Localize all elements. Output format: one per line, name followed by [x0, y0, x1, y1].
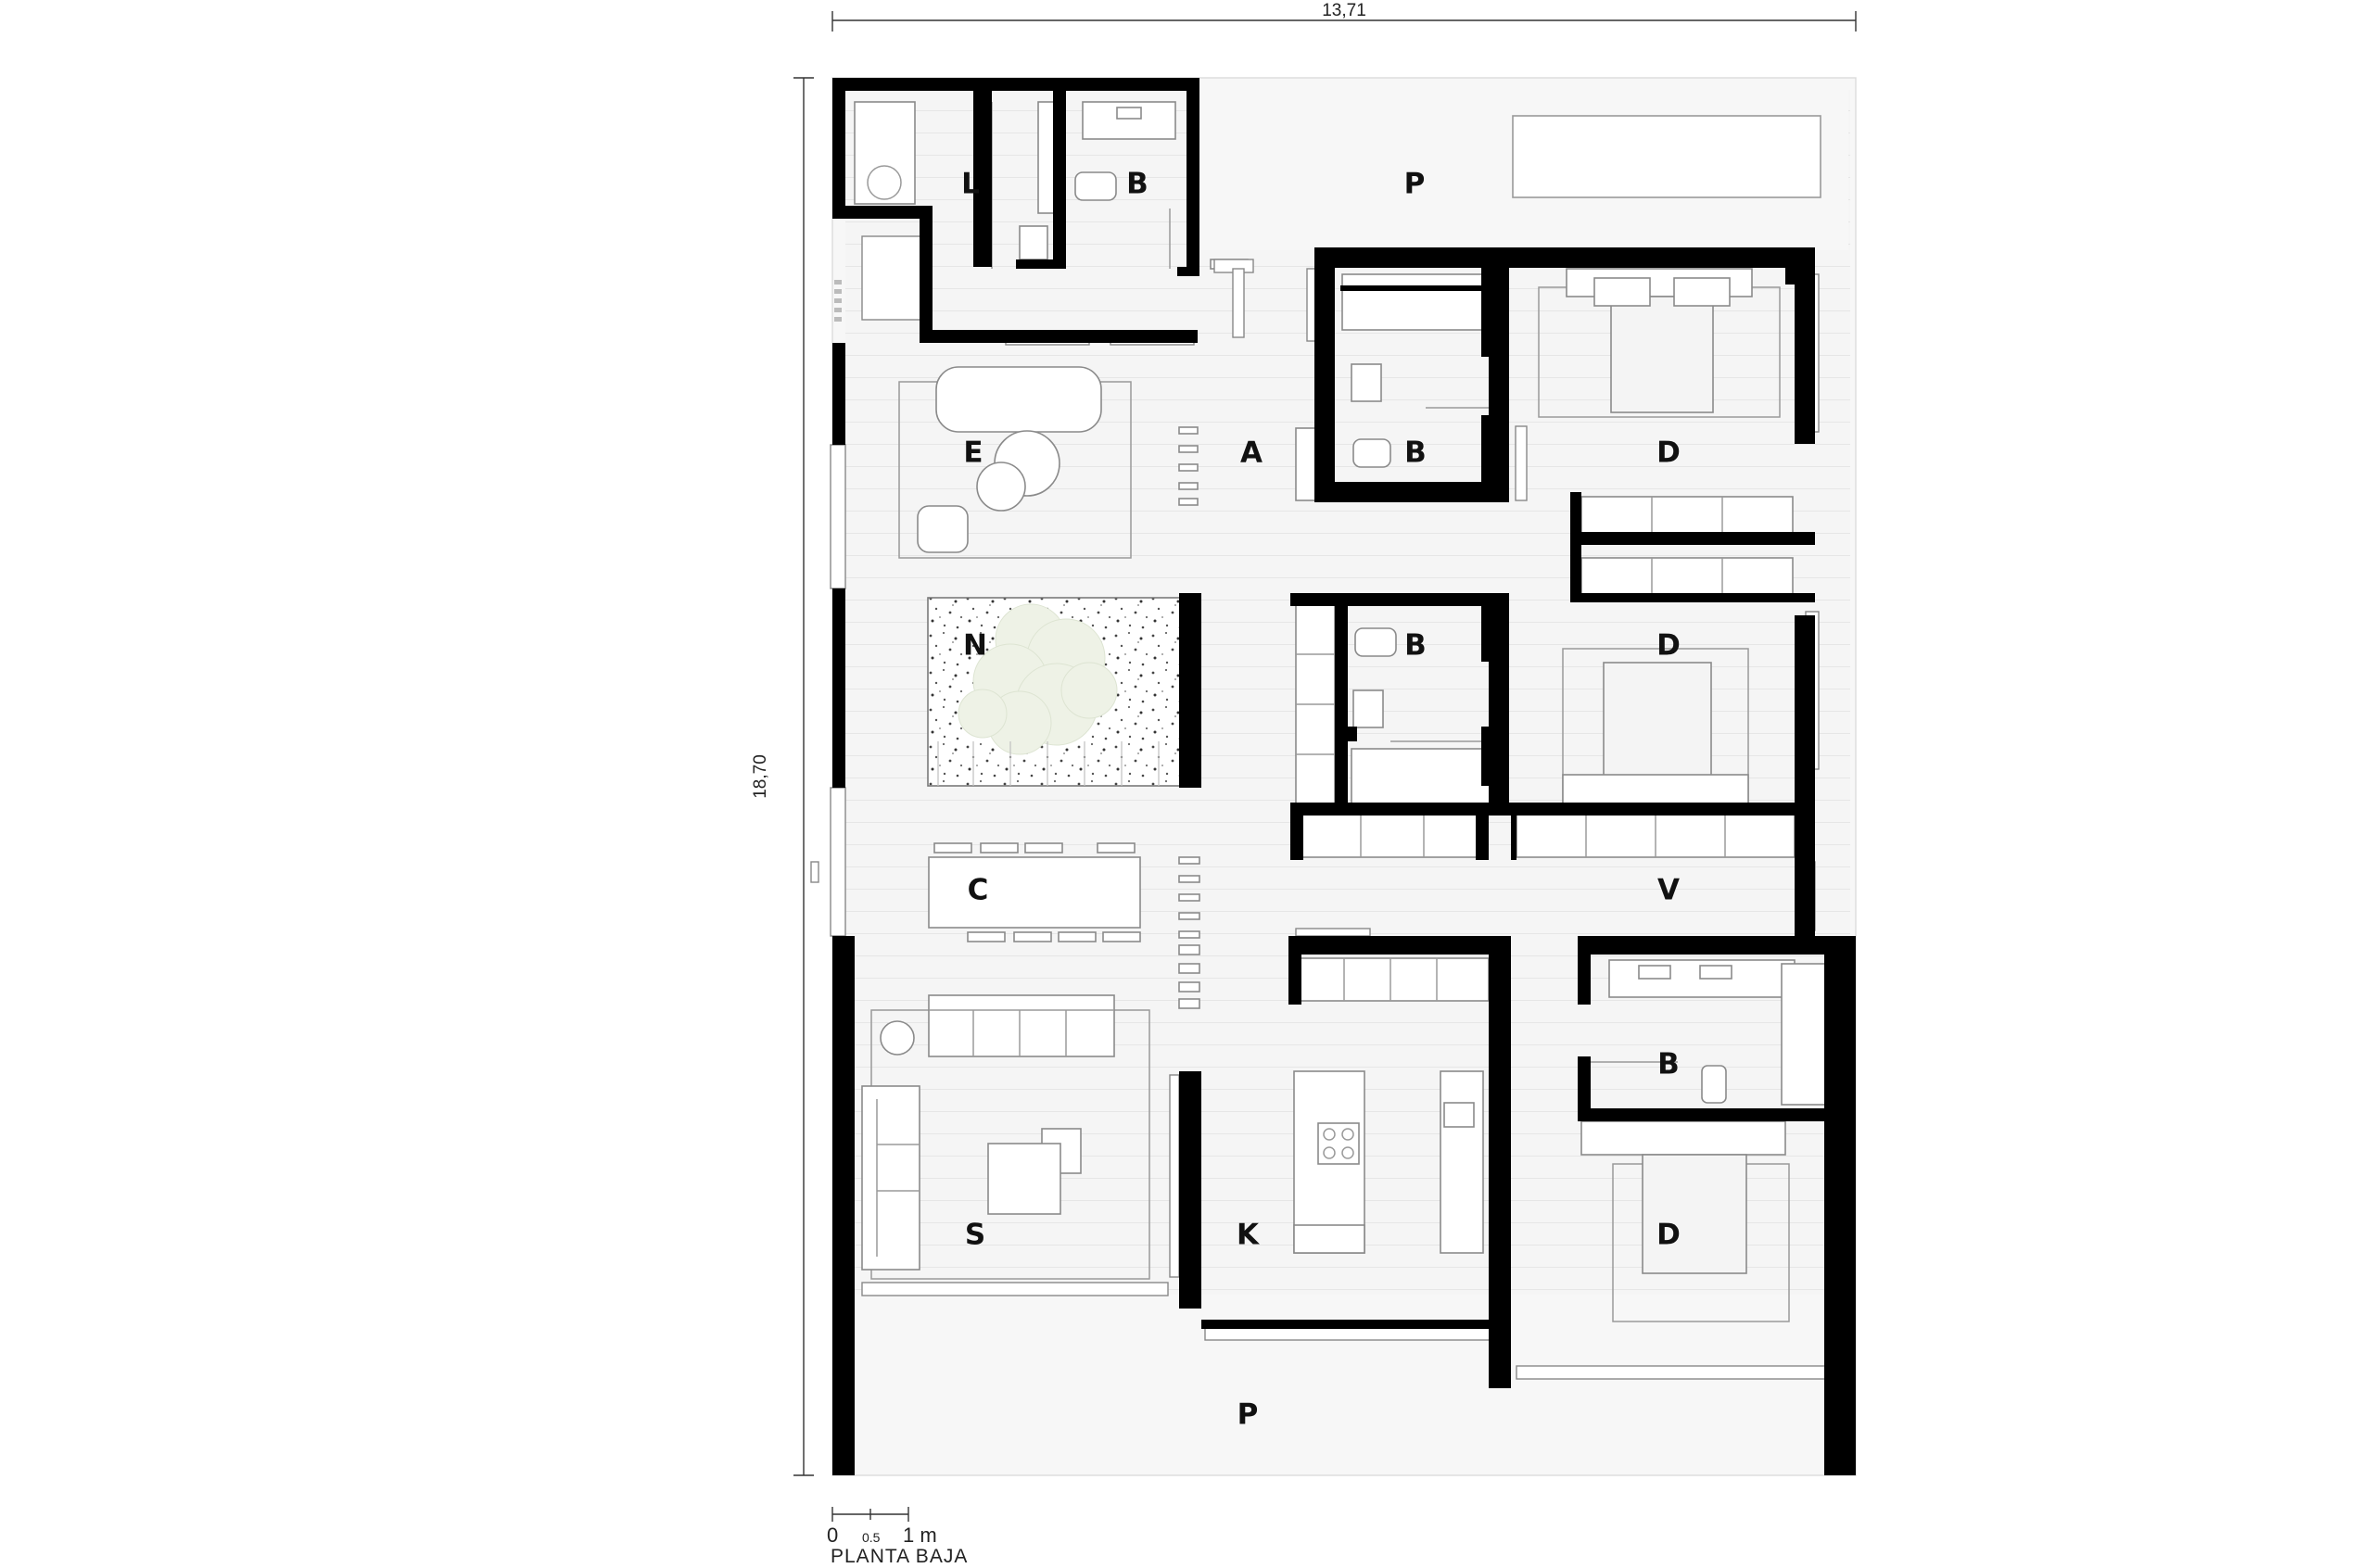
left-windows: [810, 235, 924, 937]
bath-mid1-fixtures: [1213, 259, 1528, 501]
room-label-courtyard: N: [963, 629, 987, 663]
scale-one: 1 m: [903, 1524, 937, 1547]
room-label-bath-mid1: B: [1404, 436, 1427, 470]
room-label-patio-bottom: P: [1237, 1398, 1259, 1432]
room-label-living: S: [965, 1219, 985, 1252]
room-label-bedroom-2: D: [1656, 629, 1681, 663]
plan-title: PLANTA BAJA: [831, 1546, 968, 1567]
room-labels: L B P E A B D N B D C V B S K D P: [961, 168, 1681, 1432]
courtyard-garden: [927, 597, 1181, 787]
room-label-laundry: L: [961, 168, 980, 201]
dimension-width-label: 13,71: [1322, 1, 1366, 20]
hall-stair-steps: [1178, 426, 1317, 506]
room-label-bedroom-1: D: [1656, 436, 1681, 470]
bedroom-2-furniture: [1295, 611, 1820, 858]
dining-furniture: [928, 842, 1200, 1009]
room-label-study: E: [963, 436, 983, 470]
bedroom-3-furniture: [1516, 1120, 1838, 1380]
scale-zero: 0: [827, 1524, 838, 1547]
kitchen-furniture: [1204, 928, 1493, 1341]
walls: [832, 78, 1856, 1475]
bedroom-1-furniture: [1538, 268, 1820, 600]
room-label-bedroom-3: D: [1656, 1219, 1681, 1252]
room-label-corridor: V: [1657, 874, 1680, 907]
living-furniture: [861, 994, 1180, 1296]
room-label-bath-mid2: B: [1404, 629, 1427, 663]
room-label-hall: A: [1240, 436, 1263, 470]
scale-half: 0.5: [862, 1530, 881, 1545]
dimension-height-label: 18,70: [751, 754, 770, 799]
study-furniture: [898, 366, 1132, 559]
bath-mid2-fixtures: [1295, 604, 1491, 808]
pool: [1512, 115, 1821, 198]
dimension-height: 18,70: [751, 77, 814, 1476]
room-label-kitchen: K: [1237, 1219, 1260, 1252]
scale-bar: 0 0.5 1 m: [827, 1507, 937, 1547]
dimension-width: 13,71: [831, 1, 1857, 32]
room-label-dining: C: [968, 874, 989, 907]
room-label-patio-top: P: [1404, 168, 1426, 201]
room-label-bath-right: B: [1657, 1048, 1680, 1081]
room-label-bath-top: B: [1126, 168, 1148, 201]
